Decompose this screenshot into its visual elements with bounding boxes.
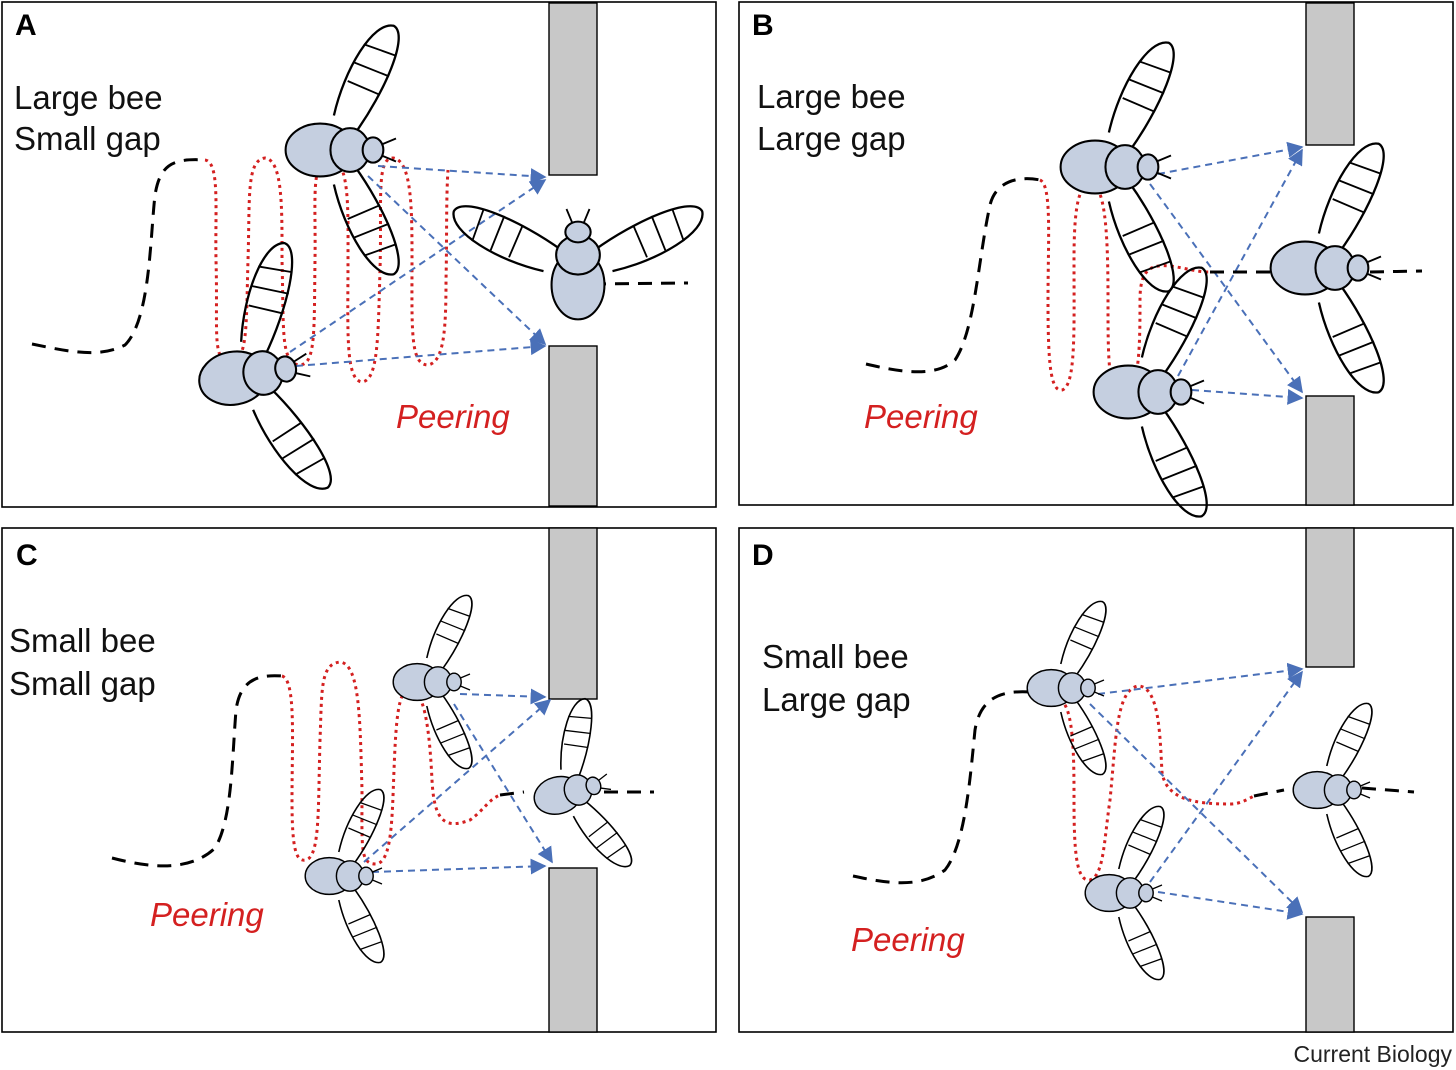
panel-b-bee-passing-icon xyxy=(1269,142,1385,394)
panel-d-view-arrow-2 xyxy=(1089,703,1304,914)
panel-d-wall-lower xyxy=(1305,916,1355,1033)
panel-d-wall-upper xyxy=(1305,527,1355,668)
panel-c: C Small bee Small gap Peering xyxy=(1,527,717,1033)
panel-a-peering-label: Peering xyxy=(396,398,510,435)
panel-b-letter: B xyxy=(752,9,774,42)
panel-a-view-arrow-2 xyxy=(367,175,547,346)
panel-b-peering-label: Peering xyxy=(864,398,978,435)
panel-d-approach-path xyxy=(852,690,1031,885)
panel-d-exit-path xyxy=(1253,786,1415,798)
panel-d-peering-label: Peering xyxy=(851,921,965,958)
panel-c-wall-upper xyxy=(548,527,598,700)
panel-b-view-arrow-3 xyxy=(1177,148,1303,377)
panel-a-bee-size: Large bee xyxy=(14,79,163,116)
panel-c-view-arrow-3 xyxy=(363,698,552,863)
panel-d-gap-size: Large gap xyxy=(762,681,911,718)
panel-a-approach-path xyxy=(31,158,206,355)
panel-c-letter: C xyxy=(16,539,38,572)
panel-c-view-arrow-4 xyxy=(371,858,547,875)
panel-a: A Large bee Small gap Peering xyxy=(1,1,717,508)
panel-b-gap-size: Large gap xyxy=(757,120,906,157)
panel-a-view-arrow-4 xyxy=(295,339,547,367)
panel-d-bee-upper-icon xyxy=(1026,600,1107,776)
journal-credit: Current Biology xyxy=(1293,1041,1452,1067)
panel-c-approach-path xyxy=(111,674,283,868)
panel-a-frame xyxy=(1,1,717,508)
panel-c-peering-path xyxy=(281,660,501,866)
panel-d-bee-passing-icon xyxy=(1292,702,1373,878)
panel-c-peering-label: Peering xyxy=(150,896,264,933)
panel-b-frame xyxy=(738,1,1454,506)
panel-a-view-arrow-3 xyxy=(289,179,547,353)
panel-d-bee-size: Small bee xyxy=(762,638,909,675)
panel-a-wall-lower xyxy=(548,345,598,507)
panel-b-view-arrow-1 xyxy=(1157,141,1304,175)
panel-d-view-arrow-4 xyxy=(1157,891,1304,920)
panel-a-bee-passing-icon xyxy=(452,205,704,321)
panel-a-letter: A xyxy=(15,9,37,42)
panel-c-wall-lower xyxy=(548,867,598,1033)
panel-c-bee-upper-icon xyxy=(392,594,473,770)
panel-c-view-arrow-1 xyxy=(459,688,547,705)
panel-b: B Large bee Large gap Peering xyxy=(738,1,1454,518)
panel-d-peering-path xyxy=(1059,684,1255,882)
panel-d-view-arrow-1 xyxy=(1097,662,1304,695)
panel-c-gap-size: Small gap xyxy=(9,665,156,702)
panel-b-view-arrow-2 xyxy=(1149,183,1303,394)
panel-d-bee-lower-icon xyxy=(1084,805,1165,981)
panel-b-bee-size: Large bee xyxy=(757,78,906,115)
panel-a-view-arrow-1 xyxy=(377,165,547,185)
panel-c-frame xyxy=(1,527,717,1033)
panel-c-bee-size: Small bee xyxy=(9,622,156,659)
panel-c-exit-path xyxy=(499,790,654,797)
panel-b-view-arrow-4 xyxy=(1191,388,1304,405)
panel-d-letter: D xyxy=(752,539,774,572)
panel-b-bee-upper-icon xyxy=(1059,41,1175,293)
panel-c-view-arrow-2 xyxy=(453,703,553,864)
panel-b-peering-path xyxy=(1039,178,1211,398)
panel-b-wall-upper xyxy=(1305,2,1355,146)
panel-a-bee-lower-icon xyxy=(176,240,334,508)
panel-d-frame xyxy=(738,527,1454,1033)
panel-a-wall-upper xyxy=(548,2,598,176)
panel-b-bee-lower-icon xyxy=(1092,266,1208,518)
panel-b-approach-path xyxy=(865,177,1041,374)
panel-a-exit-path xyxy=(591,281,689,286)
panel-d-view-arrow-3 xyxy=(1149,670,1303,883)
panel-d: D Small bee Large gap Peering xyxy=(738,527,1454,1033)
panel-c-bee-lower-icon xyxy=(304,788,385,964)
panel-b-wall-lower xyxy=(1305,395,1355,506)
panel-a-gap-size: Small gap xyxy=(14,120,161,157)
